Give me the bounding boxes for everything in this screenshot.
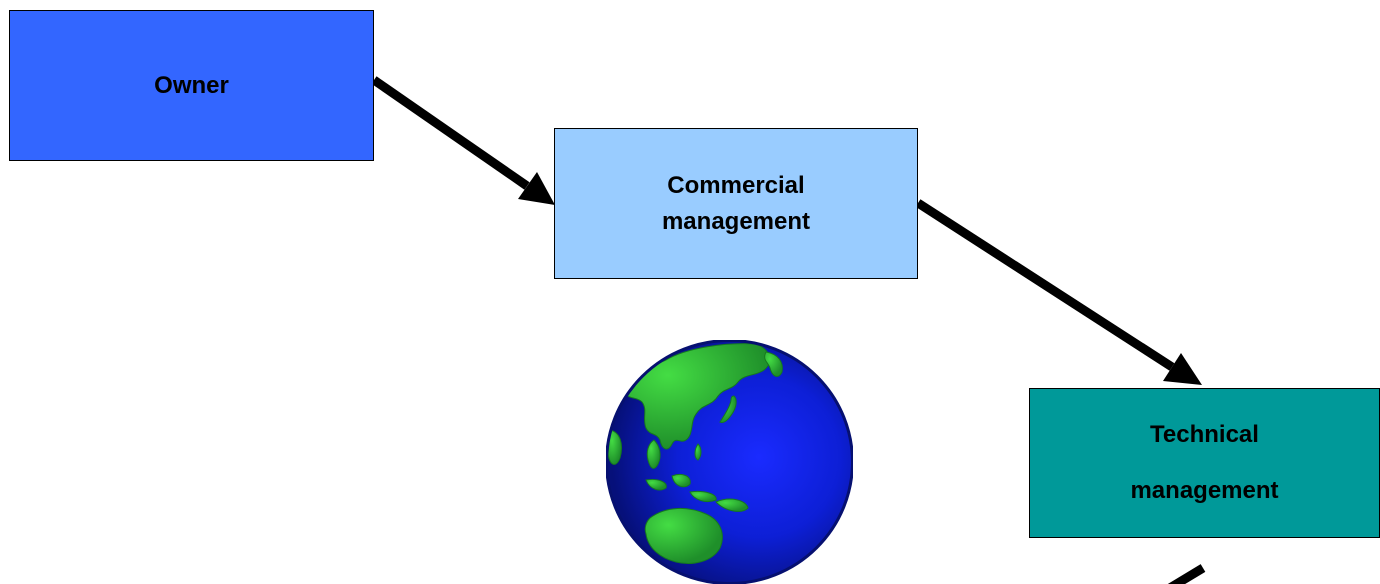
- globe-icon: [606, 340, 853, 584]
- node-technical-management: Technical management: [1029, 388, 1380, 538]
- node-commercial-management: Commercial management: [554, 128, 918, 279]
- arrow-commercial-to-technical: [915, 199, 1202, 385]
- node-owner: Owner: [9, 10, 374, 161]
- node-commercial-management-label: Commercial management: [661, 171, 811, 235]
- node-technical-management-label: Technical management: [1130, 421, 1279, 504]
- arrow-owner-to-commercial: [371, 76, 555, 205]
- arrow-technical-continuation: [1167, 564, 1206, 584]
- node-owner-label: Owner: [154, 71, 229, 99]
